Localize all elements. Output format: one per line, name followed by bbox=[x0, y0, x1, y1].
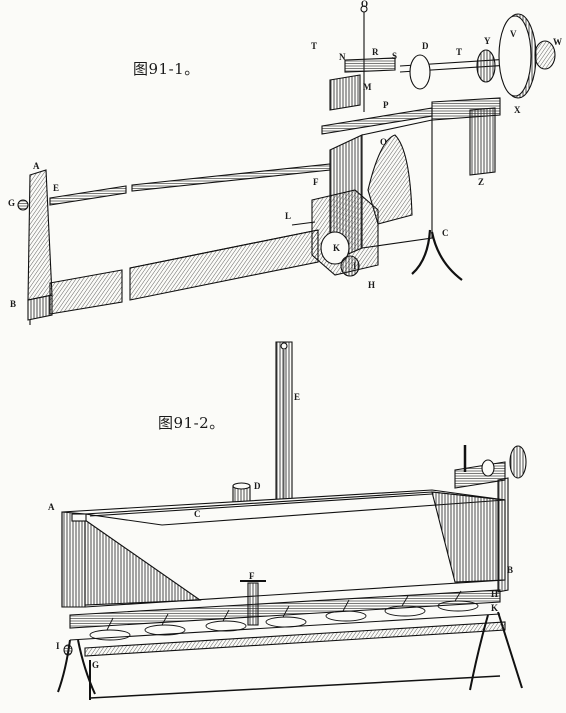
fig1-label-m: M bbox=[363, 82, 372, 92]
fig1-label-p: P bbox=[383, 100, 389, 110]
fig2-label-h: H bbox=[491, 589, 499, 599]
fig1-label-n: N bbox=[339, 52, 346, 62]
fig1-label-y: Y bbox=[484, 36, 491, 46]
fig2-label-e: E bbox=[294, 392, 301, 402]
fig2-label-a: A bbox=[48, 502, 55, 512]
figure-2-drawing bbox=[57, 341, 527, 700]
fig1-label-f: F bbox=[313, 177, 319, 187]
fig1-label-o: O bbox=[361, 0, 369, 9]
fig1-label-l: L bbox=[285, 211, 292, 221]
fig2-label-d: D bbox=[254, 481, 261, 491]
fig2-label-k: K bbox=[491, 603, 499, 613]
fig1-label-r: R bbox=[372, 47, 379, 57]
fig2-label-g: G bbox=[92, 660, 100, 670]
fig1-label-g: G bbox=[8, 198, 16, 208]
fig1-label-x: X bbox=[514, 105, 521, 115]
fig1-label-o-frame: O bbox=[380, 137, 388, 147]
fig2-label-f: F bbox=[249, 571, 255, 581]
fig2-label-i: I bbox=[56, 641, 60, 651]
fig1-label-t2: T bbox=[456, 47, 463, 57]
figure-2-caption: 图91-2。 bbox=[158, 414, 225, 432]
fig1-label-c: C bbox=[442, 228, 449, 238]
fig1-label-h: H bbox=[368, 280, 376, 290]
fig1-label-b: B bbox=[10, 299, 17, 309]
fig2-label-c: C bbox=[194, 509, 201, 519]
fig1-label-s: S bbox=[392, 51, 398, 61]
fig1-label-t1: T bbox=[311, 41, 318, 51]
fig1-label-a: A bbox=[33, 161, 40, 171]
fig1-label-v: V bbox=[510, 29, 517, 39]
fig1-label-w: W bbox=[553, 37, 562, 47]
fig2-label-b: B bbox=[507, 565, 514, 575]
cup-row bbox=[89, 590, 479, 641]
fig1-label-z: Z bbox=[478, 177, 485, 187]
fig1-label-k: K bbox=[333, 243, 341, 253]
fig1-label-e: E bbox=[53, 183, 60, 193]
figure-1-caption: 图91-1。 bbox=[133, 60, 200, 78]
fig1-label-d: D bbox=[422, 41, 429, 51]
fig1-label-i: I bbox=[353, 261, 357, 271]
figure-1-drawing bbox=[17, 5, 556, 325]
